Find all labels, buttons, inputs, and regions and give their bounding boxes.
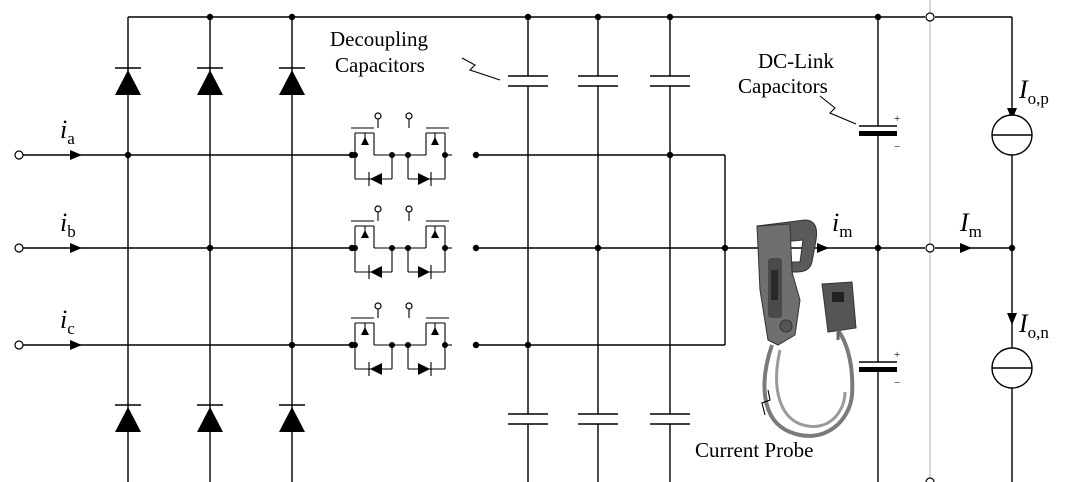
bidirectional-switch-b xyxy=(347,205,453,280)
current-probe xyxy=(756,219,857,438)
probe-current-arrow xyxy=(817,243,829,253)
output-terminal-top xyxy=(925,12,935,22)
symbol-Iop: Io,p xyxy=(1018,75,1049,108)
lower-source-arrow xyxy=(1007,313,1017,325)
symbol-ib: ib xyxy=(60,208,76,241)
bidirectional-switch-c xyxy=(347,302,453,377)
symbol-ia: ia xyxy=(60,115,75,148)
output-terminal-mid xyxy=(925,243,935,253)
current-probe-label: Current Probe xyxy=(695,438,813,462)
dc-link-plus-upper: + xyxy=(894,113,900,125)
symbol-Ion: Io,n xyxy=(1018,309,1049,342)
bidirectional-switch-a xyxy=(347,112,453,187)
decoupling-leader xyxy=(461,57,501,81)
diode-column-1 xyxy=(115,17,141,482)
dc-link-minus-upper: − xyxy=(894,141,900,153)
dc-link-leader xyxy=(819,95,857,125)
upper-source-arrow xyxy=(1007,108,1017,120)
diode-column-3 xyxy=(279,17,305,482)
probe-leader xyxy=(761,389,771,416)
dc-link-plus-lower: + xyxy=(894,349,900,361)
output-current-arrow xyxy=(960,243,972,253)
decoupling-capacitor-column-3 xyxy=(650,17,690,482)
symbol-im: im xyxy=(832,208,852,241)
output-terminal-bottom xyxy=(925,477,935,482)
dc-link-label-line1: DC-Link xyxy=(758,49,834,73)
dc-link-capacitor-column xyxy=(859,17,897,482)
decoupling-label-line2: Capacitors xyxy=(335,53,425,77)
dc-link-label-line2: Capacitors xyxy=(738,74,828,98)
input-terminal-b xyxy=(14,243,24,253)
input-terminal-a xyxy=(14,150,24,160)
input-current-arrows xyxy=(70,150,82,350)
dc-link-minus-lower: − xyxy=(894,377,900,389)
diode-column-2 xyxy=(197,17,223,482)
symbol-ic: ic xyxy=(60,305,75,338)
current-source-upper xyxy=(991,114,1033,156)
current-source-lower xyxy=(991,347,1033,389)
decoupling-label-line1: Decoupling xyxy=(330,27,428,51)
decoupling-capacitor-column-1 xyxy=(508,17,548,482)
input-terminal-c xyxy=(14,340,24,350)
symbol-Im: Im xyxy=(959,208,982,241)
junction-dots xyxy=(124,13,1016,349)
